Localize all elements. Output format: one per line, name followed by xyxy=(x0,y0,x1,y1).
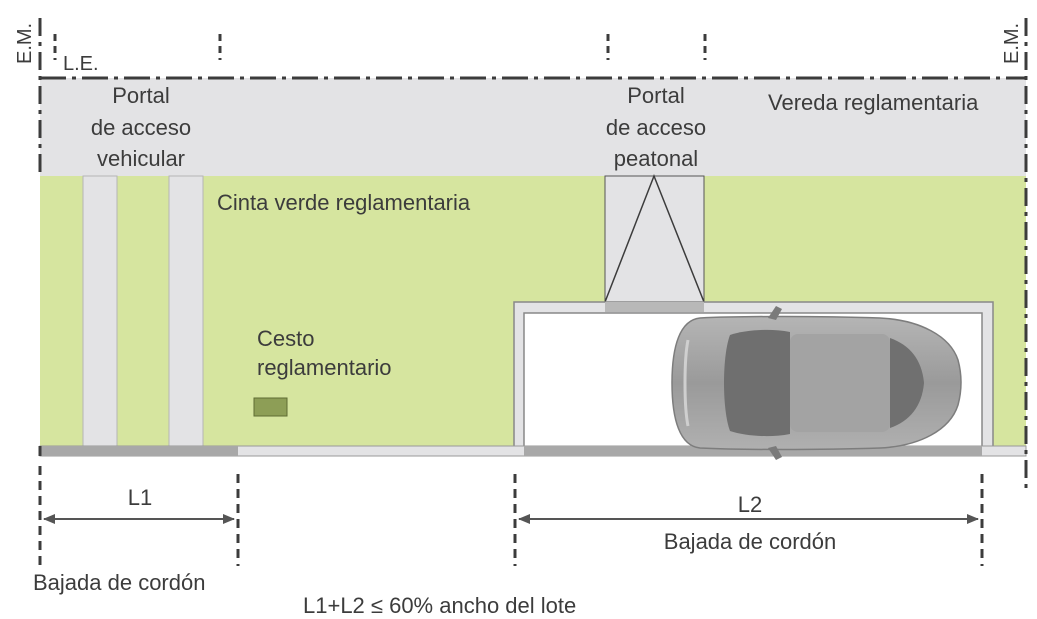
portal-peatonal-line1: Portal xyxy=(627,83,684,108)
portal-peatonal-line3: peatonal xyxy=(614,146,698,171)
vehicle-track-left xyxy=(82,175,118,447)
pedestrian-threshold xyxy=(605,302,704,312)
sidewalk-band xyxy=(40,78,1026,176)
bajada-l2-label: Bajada de cordón xyxy=(664,529,836,554)
portal-vehicular-line3: vehicular xyxy=(97,146,185,171)
pedestrian-portal xyxy=(604,175,705,303)
em-left-label: E.M. xyxy=(14,23,36,64)
l2-label: L2 xyxy=(738,492,762,517)
vehicle-track-right xyxy=(168,175,204,447)
trash-bin xyxy=(253,397,288,417)
curb-drop-l1 xyxy=(40,446,238,456)
pedestrian-portal-lines xyxy=(604,173,705,303)
l1-label: L1 xyxy=(128,485,152,510)
vereda-label: Vereda reglamentaria xyxy=(768,90,979,115)
portal-peatonal-line2: de acceso xyxy=(606,115,706,140)
portal-vehicular-line1: Portal xyxy=(112,83,169,108)
cinta-verde-label: Cinta verde reglamentaria xyxy=(217,190,471,215)
em-right-label: E.M. xyxy=(1001,23,1023,64)
portal-vehicular-line2: de acceso xyxy=(91,115,191,140)
cesto-line2: reglamentario xyxy=(257,355,392,380)
formula-label: L1+L2 ≤ 60% ancho del lote xyxy=(303,593,576,618)
bajada-l1-label: Bajada de cordón xyxy=(33,570,205,595)
le-label: L.E. xyxy=(63,53,99,75)
cesto-line1: Cesto xyxy=(257,326,314,351)
curb-drop-l2 xyxy=(524,446,982,456)
car-top-view-icon xyxy=(671,306,962,460)
